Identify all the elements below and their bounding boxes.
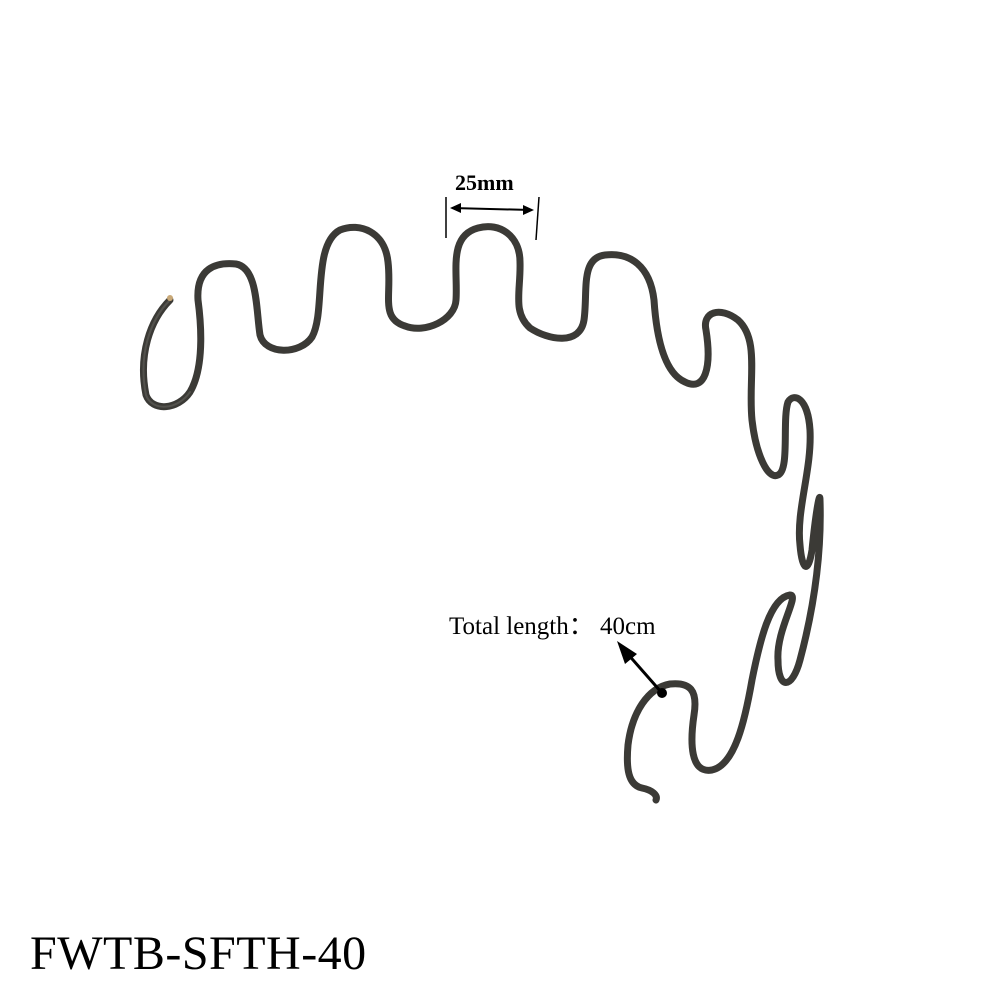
wire-end-tip [167, 295, 173, 301]
model-code-caption: FWTB-SFTH-40 [30, 927, 367, 980]
pitch-dimension-marker [445, 196, 540, 241]
length-pointer-arrow [617, 641, 667, 698]
zigzag-spring-wire [140, 223, 824, 804]
total-length-label: Total length： 40cm [449, 613, 656, 640]
pitch-label: 25mm [455, 170, 514, 195]
